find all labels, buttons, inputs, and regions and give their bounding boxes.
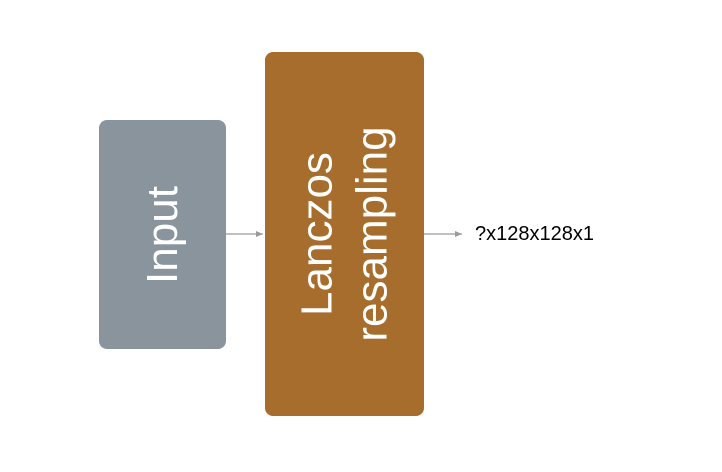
lanczos-resampling-node[interactable]: Lanczos resampling	[265, 52, 424, 416]
input-node-label: Input	[137, 185, 187, 284]
lanczos-node-label-line1: Lanczos	[292, 152, 342, 316]
output-shape-label: ?x128x128x1	[475, 223, 594, 245]
lanczos-node-label-line2: resampling	[347, 126, 397, 342]
lanczos-node-label: Lanczos resampling	[290, 126, 400, 341]
input-node[interactable]: Input	[99, 120, 226, 349]
